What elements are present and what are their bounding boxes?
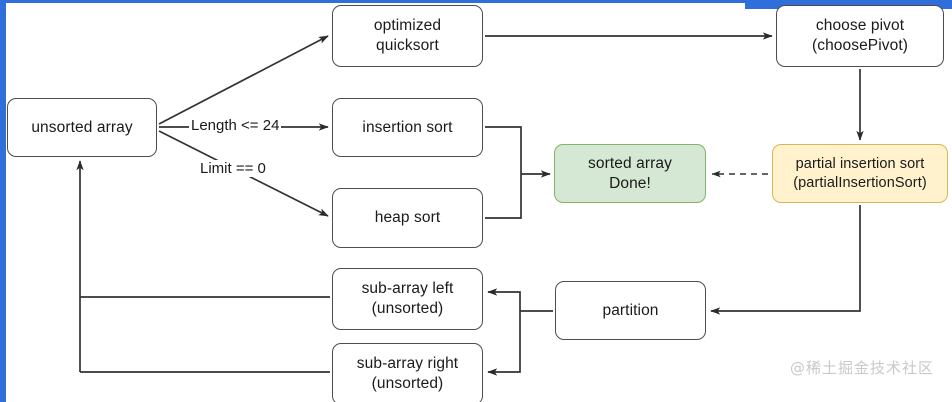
node-insertion-sort[interactable]: insertion sort	[332, 98, 483, 157]
node-choose-pivot[interactable]: choose pivot (choosePivot)	[776, 5, 944, 67]
node-unsorted-array[interactable]: unsorted array	[7, 98, 157, 157]
node-sorted-array[interactable]: sorted array Done!	[554, 144, 706, 203]
watermark: @稀土掘金技术社区	[789, 359, 934, 377]
edge-label-limit-eq-0: Limit == 0	[198, 160, 268, 177]
edge-insertion-sort-to-bus	[485, 126, 522, 174]
node-optimized-quicksort[interactable]: optimized quicksort	[332, 5, 483, 67]
node-sub-array-left[interactable]: sub-array left (unsorted)	[332, 268, 483, 330]
node-partition[interactable]: partition	[555, 281, 706, 340]
edge-heap-sort-to-bus	[485, 174, 522, 219]
edge-bus-to-sub-array-left	[487, 288, 521, 311]
top-blue-rail-thin	[6, 0, 745, 3]
node-sub-array-right[interactable]: sub-array right (unsorted)	[332, 343, 483, 402]
node-heap-sort[interactable]: heap sort	[332, 188, 483, 248]
node-partial-insertion-sort[interactable]: partial insertion sort (partialInsertion…	[772, 144, 948, 203]
edge-unsorted-to-optimized-quicksort	[158, 35, 329, 125]
left-blue-rail	[0, 0, 6, 402]
edge-label-length-le-24: Length <= 24	[189, 117, 282, 134]
top-blue-rail	[745, 0, 952, 9]
edge-bus-to-sub-array-right	[487, 311, 521, 376]
edge-partial-insertion-sort-to-partition	[710, 205, 861, 315]
